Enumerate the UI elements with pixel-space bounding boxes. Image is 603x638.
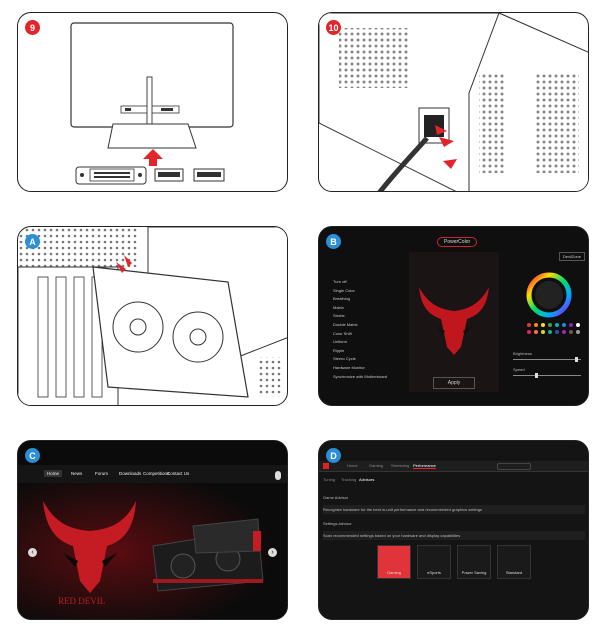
- gpu-illustration: [18, 227, 287, 405]
- color-swatch[interactable]: [555, 323, 559, 327]
- hero-banner: [18, 483, 287, 619]
- color-swatch[interactable]: [562, 323, 566, 327]
- effect-menu-item[interactable]: Double Matrix: [333, 322, 358, 327]
- effect-menu-item[interactable]: Synchronize with Motherboard: [333, 373, 388, 379]
- carousel-next-button[interactable]: ›: [268, 548, 277, 557]
- color-swatch[interactable]: [548, 323, 552, 327]
- nav-item[interactable]: Downloads: [119, 471, 142, 476]
- sub-tab[interactable]: Tuning: [323, 477, 336, 482]
- top-right-button[interactable]: DevilZone: [559, 252, 586, 261]
- panel-gpu-install: A: [17, 226, 288, 406]
- speed-slider[interactable]: [513, 373, 581, 378]
- step-badge: 10: [326, 20, 341, 35]
- amd-logo-icon: [323, 463, 329, 469]
- color-swatch[interactable]: [569, 330, 573, 334]
- color-swatch[interactable]: [548, 330, 552, 334]
- step-badge: A: [25, 234, 40, 249]
- main-tab[interactable]: Performance: [413, 463, 436, 469]
- color-swatch[interactable]: [569, 323, 573, 327]
- color-swatch[interactable]: [541, 323, 545, 327]
- profile-tile[interactable]: Gaming: [377, 545, 411, 579]
- section-game-advisor-desc: Recognize hardware for the best in-unit …: [323, 505, 585, 514]
- title-bar: [319, 461, 588, 472]
- effect-menu-item[interactable]: Stereo Cycle: [333, 356, 356, 362]
- brightness-label: Brightness: [513, 351, 532, 356]
- sub-tab[interactable]: Tracking: [341, 477, 357, 482]
- brightness-slider-thumb[interactable]: [575, 357, 578, 362]
- effect-menu-item[interactable]: Breathing: [333, 296, 351, 302]
- color-swatch[interactable]: [534, 330, 538, 334]
- color-wheel[interactable]: [319, 227, 589, 406]
- effect-menu-item[interactable]: Uniform: [333, 339, 348, 345]
- brightness-slider[interactable]: [513, 357, 581, 362]
- case-illustration: [319, 13, 588, 191]
- color-swatch[interactable]: [576, 330, 580, 334]
- profile-tile[interactable]: Standard: [497, 545, 531, 579]
- effect-menu-item[interactable]: Turn off: [333, 279, 347, 284]
- step-badge: C: [25, 448, 40, 463]
- section-settings-advisor-title: Settings Advisor: [323, 521, 352, 526]
- effect-menu-item[interactable]: Single Color: [333, 287, 355, 293]
- devil-logo: [409, 252, 499, 392]
- step-badge: B: [326, 234, 341, 249]
- color-swatch[interactable]: [541, 330, 545, 334]
- section-game-advisor-title: Game Advisor: [323, 495, 349, 500]
- color-swatch[interactable]: [576, 323, 580, 327]
- effect-menu-item[interactable]: Color Shift: [333, 330, 352, 336]
- effect-menu-item[interactable]: Hardware Monitor: [333, 365, 365, 370]
- step-badge: 9: [25, 20, 40, 35]
- speed-label: Speed: [513, 367, 525, 372]
- profile-tile[interactable]: Power Saving: [457, 545, 491, 579]
- main-tab[interactable]: Gaming: [369, 463, 384, 468]
- color-swatch[interactable]: [562, 330, 566, 334]
- color-swatch[interactable]: [527, 330, 531, 334]
- toggle-control[interactable]: [275, 471, 281, 480]
- panel-monitor-ports: 9: [17, 12, 288, 192]
- nav-item[interactable]: Contact Us: [167, 471, 190, 476]
- color-swatch[interactable]: [534, 323, 538, 327]
- nav-item[interactable]: News: [71, 471, 83, 476]
- carousel-prev-button[interactable]: ‹: [28, 548, 37, 557]
- profile-tile[interactable]: eSports: [417, 545, 451, 579]
- main-tab[interactable]: Streaming: [391, 463, 410, 468]
- sub-tab[interactable]: Advisors: [359, 477, 375, 482]
- main-tab[interactable]: Home: [347, 463, 358, 468]
- nav-item[interactable]: Home: [44, 470, 63, 477]
- nav-item[interactable]: Forum: [95, 471, 109, 476]
- effect-menu-item[interactable]: Strobe: [333, 313, 345, 319]
- color-swatch[interactable]: [555, 330, 559, 334]
- panel-power-cable: 10: [318, 12, 589, 192]
- step-badge: D: [326, 448, 341, 463]
- nav-item[interactable]: Competitions: [143, 471, 170, 476]
- brand-text: RED DEVIL: [58, 596, 106, 606]
- effect-menu-item[interactable]: Ripple: [333, 347, 345, 353]
- app-title: PowerColor: [437, 237, 478, 247]
- speed-slider-thumb[interactable]: [535, 373, 538, 378]
- search-input[interactable]: [497, 463, 531, 470]
- monitor-illustration: [70, 22, 234, 185]
- color-swatch[interactable]: [527, 323, 531, 327]
- site-header: [18, 465, 287, 483]
- section-settings-advisor-desc: Scan recommended settings based on your …: [323, 531, 585, 540]
- effect-menu-item[interactable]: Matrix: [333, 304, 344, 310]
- apply-button[interactable]: Apply: [433, 377, 475, 389]
- panel-devilzone-app: B PowerColor DevilZone RED DEVIL Turn of…: [318, 226, 589, 406]
